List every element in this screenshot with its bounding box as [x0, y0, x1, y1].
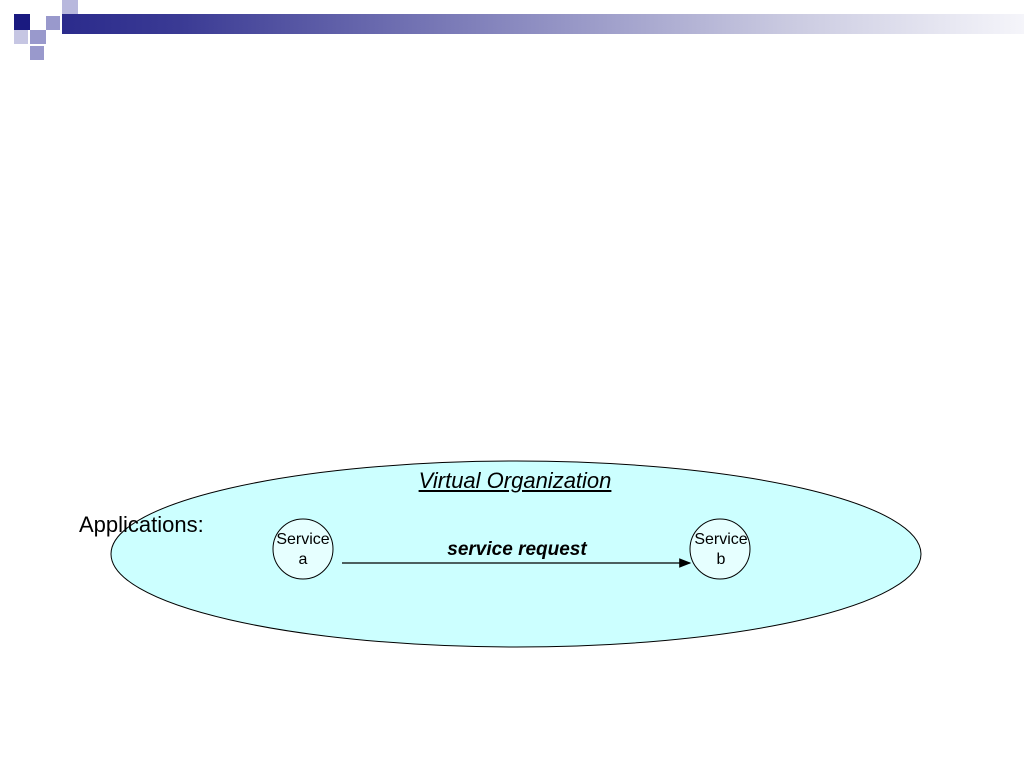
service-request-label: service request: [447, 539, 587, 560]
virtual-organization-title: Virtual Organization: [418, 468, 612, 493]
service-b-node: [689, 518, 751, 580]
applications-label: Applications:: [79, 512, 204, 537]
header-square-light: [14, 30, 28, 44]
header-square-light: [30, 46, 44, 60]
service-a-label-line1: Service: [276, 531, 330, 548]
virtual-organization-ellipse: [110, 460, 922, 648]
header-gradient-bar: [62, 14, 1024, 34]
service-b-label-line2: b: [716, 551, 726, 568]
service-b-label: Service b: [681, 530, 761, 570]
service-b-label-line1: Service: [694, 531, 748, 548]
header-square-dark: [14, 14, 30, 30]
header-square-light: [62, 0, 78, 14]
service-a-label-line2: a: [298, 551, 308, 568]
header-square-light: [30, 30, 46, 44]
service-a-node: [272, 518, 334, 580]
service-a-label: Service a: [263, 530, 343, 570]
header-square-light: [46, 16, 60, 30]
